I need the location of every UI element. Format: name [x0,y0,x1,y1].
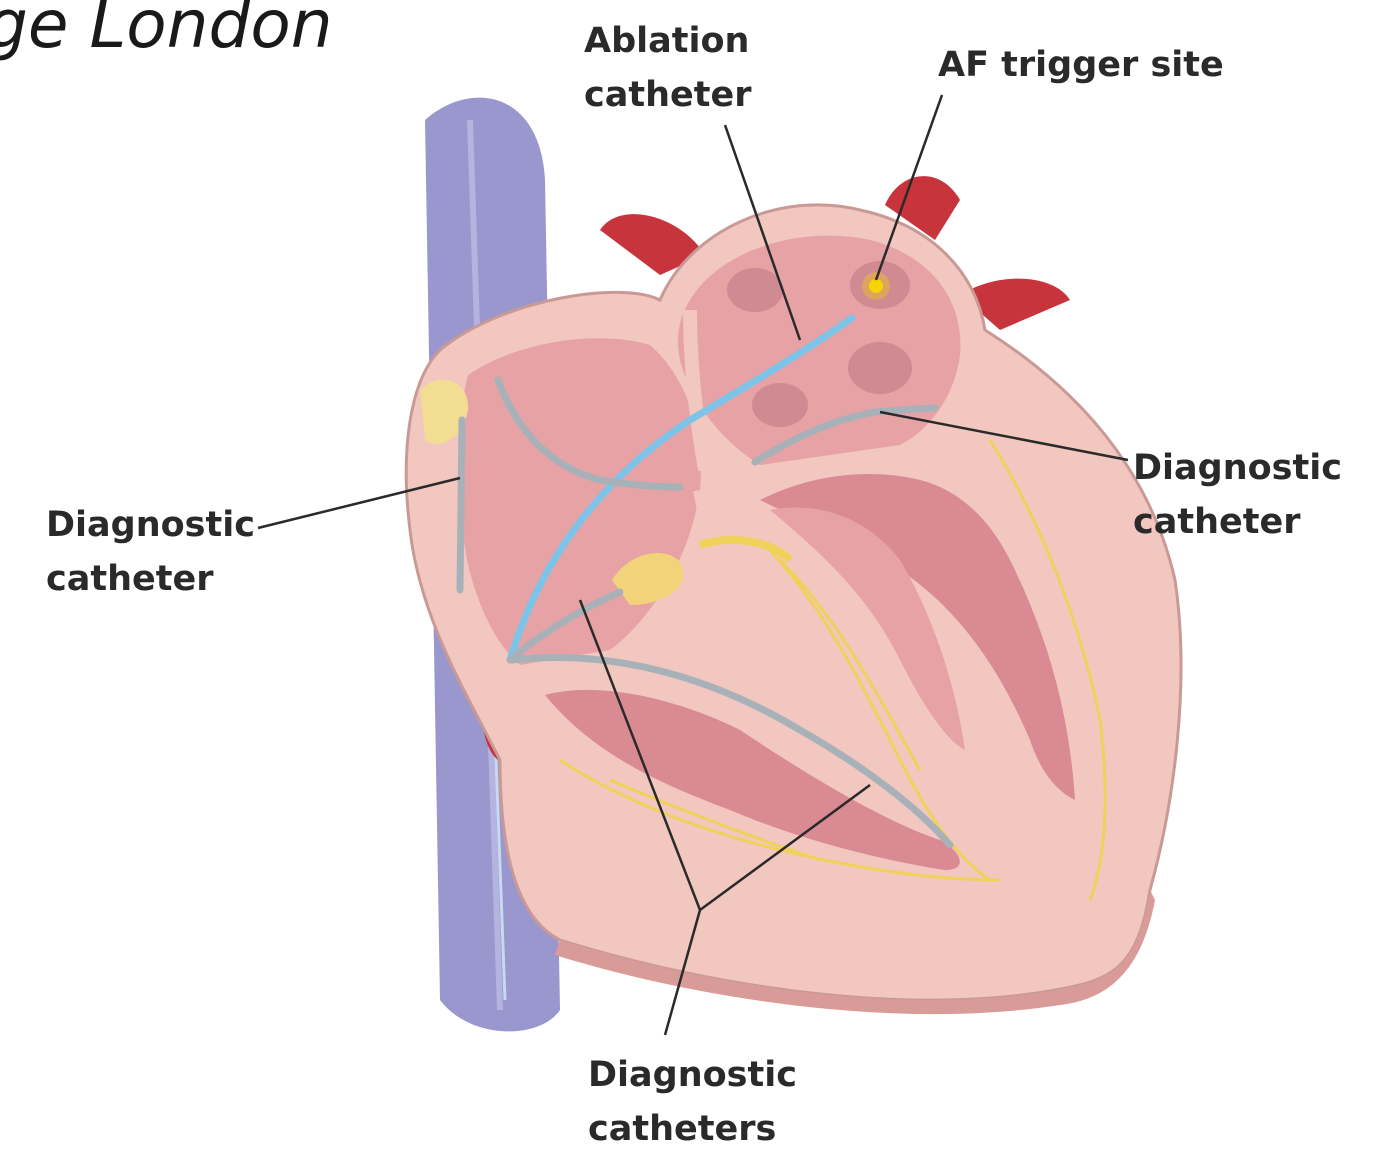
label-diagnostic-catheter-left: Diagnostic catheter [46,498,255,606]
label-diagnostic-catheter-right: Diagnostic catheter [1133,441,1342,549]
label-af-trigger-site: AF trigger site [938,38,1224,92]
label-diagnostic-catheters-bottom: Diagnostic catheters [588,1048,797,1156]
label-ablation-catheter: Ablation catheter [584,14,751,122]
af-trigger-site-glow [862,272,890,300]
